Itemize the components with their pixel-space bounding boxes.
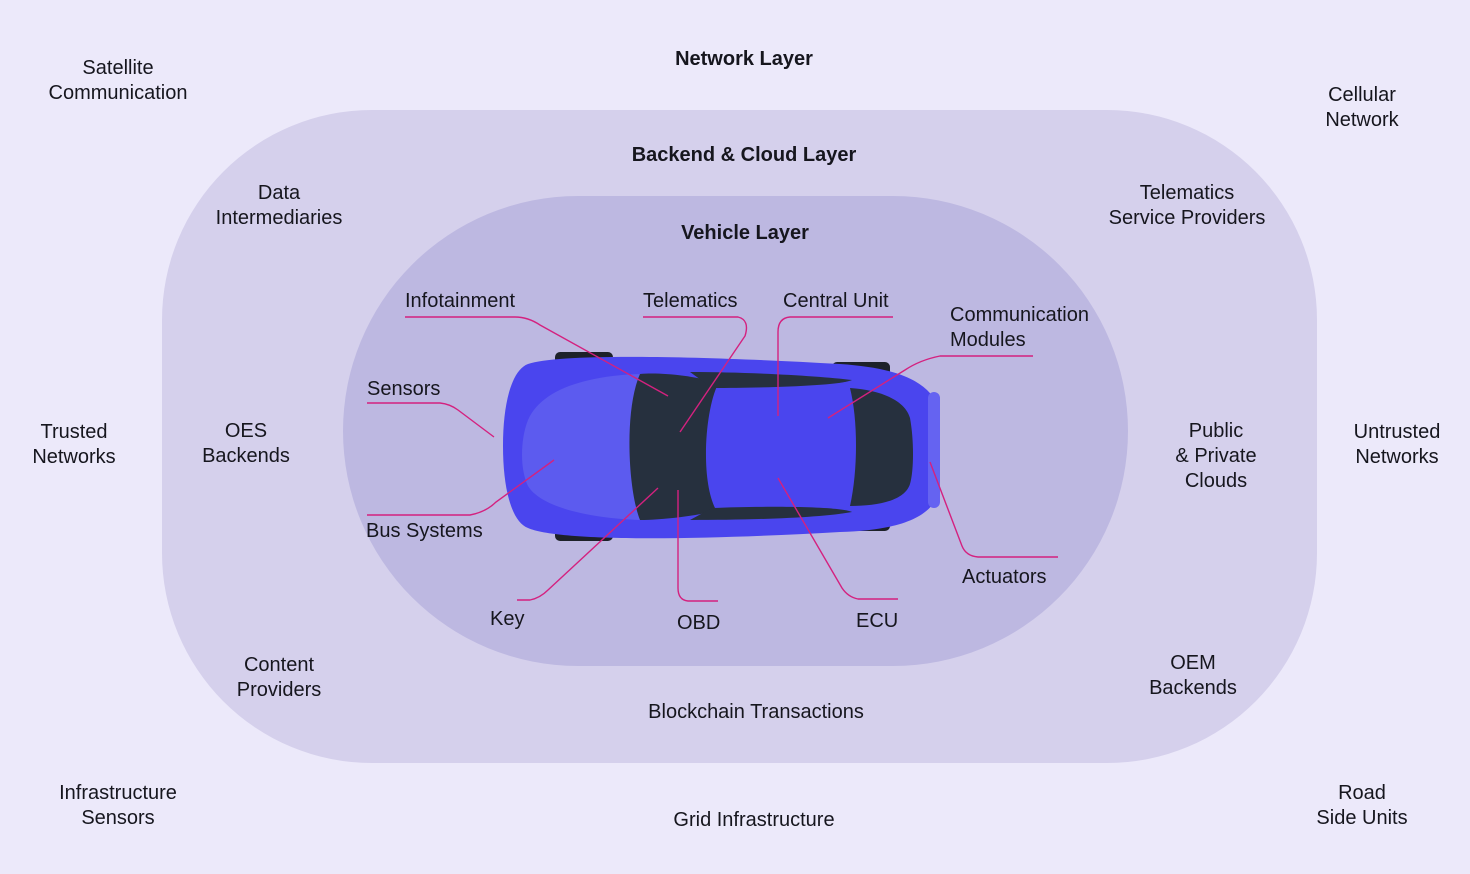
communication-modules-label: Communication Modules bbox=[950, 304, 1089, 351]
oes-backends-label: OES Backends bbox=[202, 420, 290, 467]
data-intermediaries-label: Data Intermediaries bbox=[215, 182, 343, 229]
leader-line-obd bbox=[677, 490, 718, 602]
car-hood bbox=[522, 374, 640, 520]
content-providers-label: Content Providers bbox=[236, 654, 322, 701]
bus-systems-label: Bus Systems bbox=[366, 520, 483, 542]
public-private-clouds-label: Public & Private Clouds bbox=[1175, 420, 1257, 492]
telematics-service-providers-label: Telematics Service Providers bbox=[1108, 182, 1266, 229]
actuators-label: Actuators bbox=[962, 566, 1047, 588]
leader-line-actuators bbox=[929, 461, 1058, 558]
leader-line-bus-systems bbox=[367, 459, 555, 516]
oem-backends-label: OEM Backends bbox=[1149, 652, 1237, 699]
car-side-window bbox=[690, 506, 852, 520]
leader-line-telematics bbox=[643, 316, 748, 433]
key-label: Key bbox=[490, 608, 525, 630]
backend-cloud-layer-title: Backend & Cloud Layer bbox=[631, 144, 857, 166]
leader-line-central-unit bbox=[777, 316, 893, 416]
car-illustration bbox=[503, 352, 940, 541]
central-unit-label: Central Unit bbox=[783, 290, 889, 312]
grid-infrastructure-label: Grid Infrastructure bbox=[673, 809, 835, 831]
leader-line-infotainment bbox=[405, 316, 669, 397]
vehicle-layer-title: Vehicle Layer bbox=[681, 222, 809, 244]
road-side-units-label: Road Side Units bbox=[1316, 782, 1408, 829]
leader-line-communication-modules bbox=[827, 355, 1033, 419]
infotainment-label: Infotainment bbox=[405, 290, 516, 312]
cellular-network-label: Cellular Network bbox=[1325, 84, 1399, 131]
leader-line-ecu bbox=[777, 477, 898, 600]
network-layer-title: Network Layer bbox=[675, 48, 813, 70]
car-windshield bbox=[629, 373, 718, 520]
infrastructure-sensors-label: Infrastructure Sensors bbox=[59, 782, 177, 829]
car-side-window bbox=[690, 372, 852, 388]
ecu-label: ECU bbox=[856, 610, 899, 632]
obd-label: OBD bbox=[677, 612, 721, 634]
telematics-label: Telematics bbox=[643, 290, 738, 312]
satellite-communication-label: Satellite Communication bbox=[48, 57, 188, 104]
blockchain-transactions-label: Blockchain Transactions bbox=[648, 701, 864, 723]
car-rear-lamp bbox=[928, 392, 940, 508]
leader-lines bbox=[367, 316, 1058, 602]
sensors-label: Sensors bbox=[367, 378, 441, 400]
leader-line-key bbox=[517, 487, 659, 601]
car-rear-window bbox=[850, 388, 913, 506]
untrusted-networks-label: Untrusted Networks bbox=[1353, 421, 1441, 468]
leader-line-sensors bbox=[367, 402, 495, 438]
trusted-networks-label: Trusted Networks bbox=[32, 421, 116, 468]
